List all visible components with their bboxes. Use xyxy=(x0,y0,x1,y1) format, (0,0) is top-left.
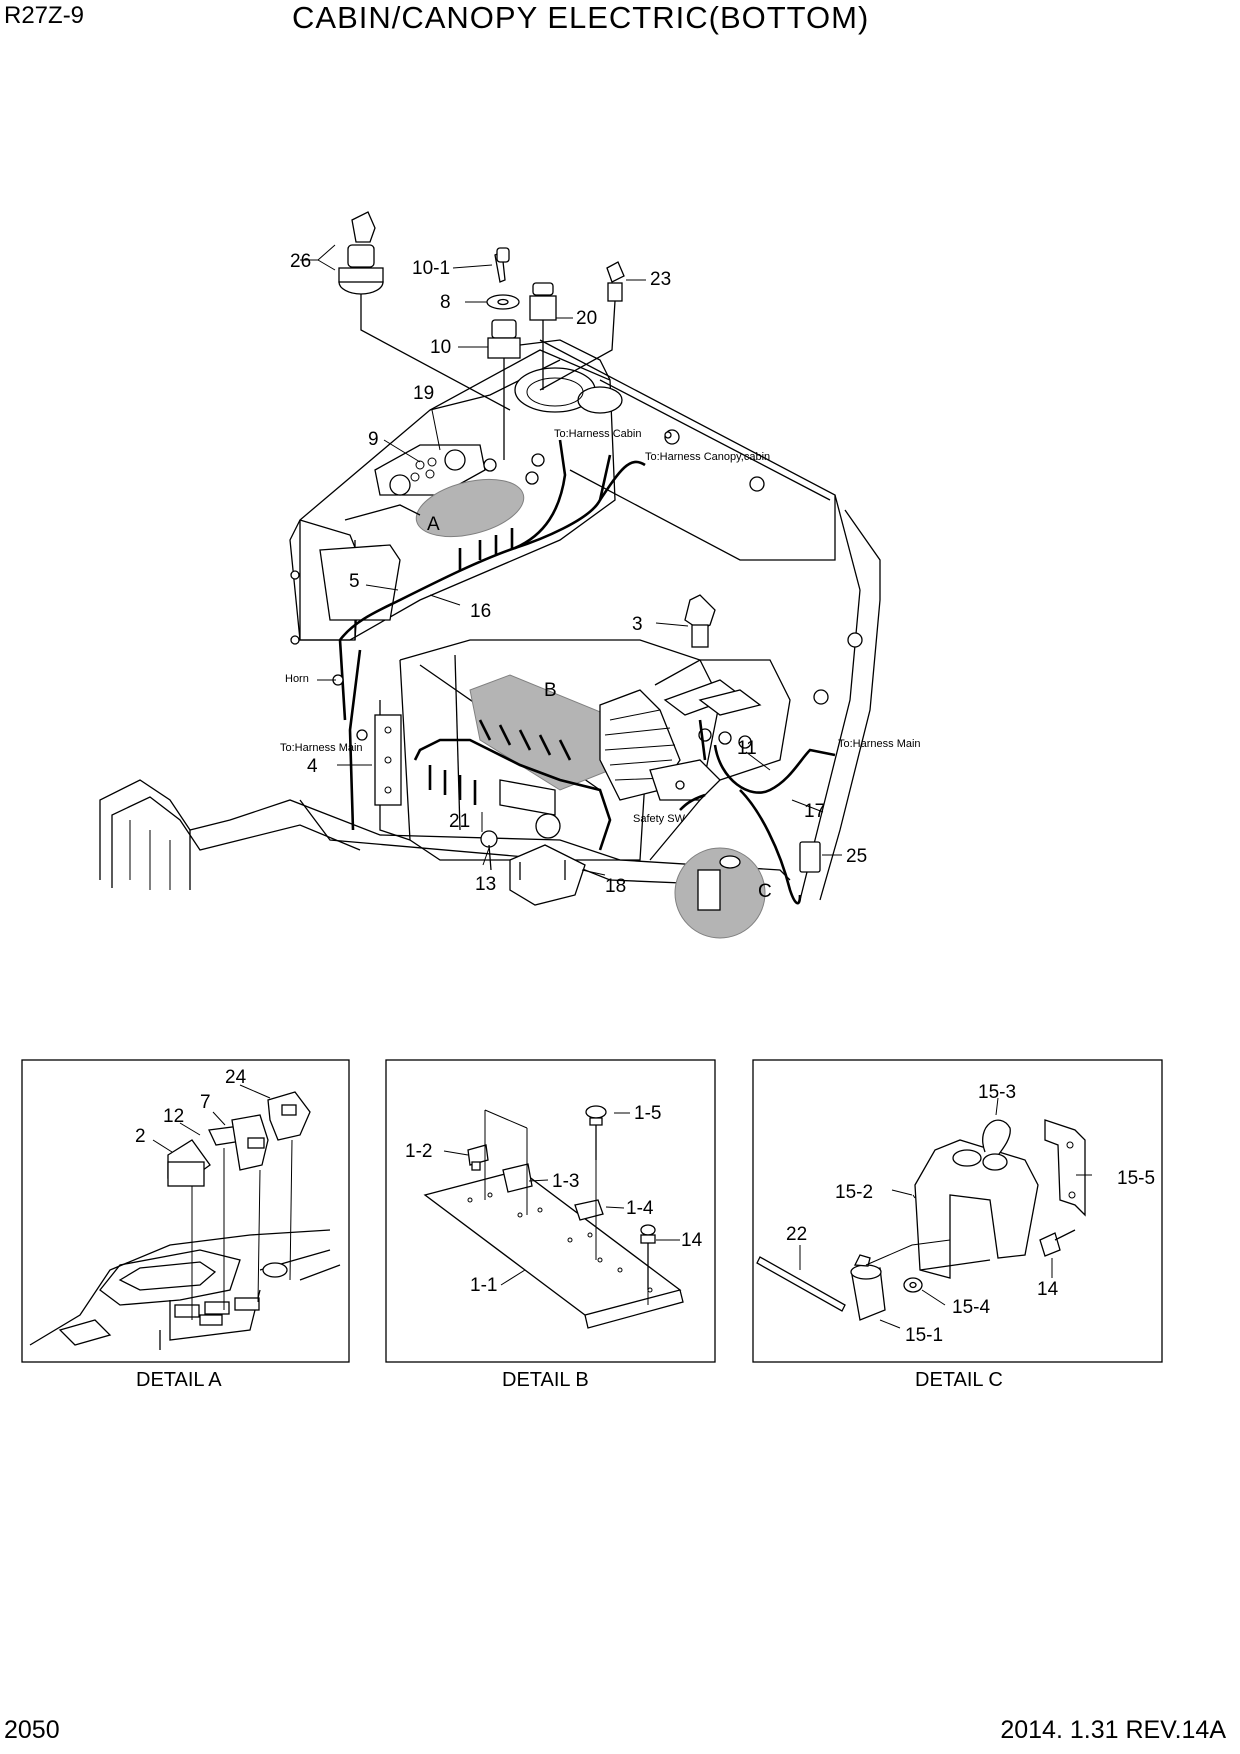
page-title: CABIN/CANOPY ELECTRIC(BOTTOM) xyxy=(292,0,870,35)
callout-25: 25 xyxy=(846,846,867,867)
callout-16: 16 xyxy=(470,601,491,622)
callout-10-1: 10-1 xyxy=(412,258,450,279)
annotation-harness-main-right: To:Harness Main xyxy=(838,738,921,750)
detail-b: 1-5 1-2 1-3 1-4 14 1-1 xyxy=(385,1059,716,1363)
annotation-harness-canopy: To:Harness Canopy,cabin xyxy=(645,451,770,463)
callout-3: 3 xyxy=(632,614,643,635)
callout-8: 8 xyxy=(440,292,451,313)
callout-10: 10 xyxy=(430,337,451,358)
callout-c: C xyxy=(758,881,772,902)
callout-9: 9 xyxy=(368,429,379,450)
detail-c-callout-14: 14 xyxy=(1037,1279,1059,1300)
detail-c-callout-15-1: 15-1 xyxy=(905,1325,943,1346)
main-assembly-drawing xyxy=(99,211,881,939)
model-code: R27Z-9 xyxy=(4,2,85,29)
annotation-harness-cabin: To:Harness Cabin xyxy=(554,428,641,440)
detail-c: 15-3 15-2 15-5 22 14 15-4 15-1 xyxy=(752,1059,1163,1363)
detail-c-callout-15-2: 15-2 xyxy=(835,1182,873,1203)
callout-26: 26 xyxy=(290,251,311,272)
detail-c-callout-15-3: 15-3 xyxy=(978,1082,1016,1103)
detail-c-callout-15-4: 15-4 xyxy=(952,1297,990,1318)
callout-23: 23 xyxy=(650,269,671,290)
detail-c-caption: DETAIL C xyxy=(915,1369,1003,1391)
detail-b-caption: DETAIL B xyxy=(502,1369,589,1391)
annotation-horn: Horn xyxy=(285,673,309,685)
callout-5: 5 xyxy=(349,571,360,592)
detail-a-callout-7: 7 xyxy=(200,1092,211,1113)
detail-b-callout-1-5: 1-5 xyxy=(634,1103,661,1124)
page-number: 2050 xyxy=(4,1716,60,1744)
callout-a: A xyxy=(427,514,440,535)
callout-19: 19 xyxy=(413,383,434,404)
detail-b-callout-1-1: 1-1 xyxy=(470,1275,497,1296)
callout-17: 17 xyxy=(804,801,825,822)
detail-b-callout-1-4: 1-4 xyxy=(626,1198,654,1219)
detail-b-callout-1-2: 1-2 xyxy=(405,1141,432,1162)
callout-13: 13 xyxy=(475,874,496,895)
annotation-safety-sw: Safety SW xyxy=(633,813,686,825)
callout-11: 11 xyxy=(737,738,757,759)
detail-b-callout-1-3: 1-3 xyxy=(552,1171,579,1192)
detail-a-callout-12: 12 xyxy=(163,1106,184,1127)
annotation-harness-main-left: To:Harness Main xyxy=(280,742,363,754)
callout-21: 21 xyxy=(449,811,470,832)
detail-c-callout-15-5: 15-5 xyxy=(1117,1168,1155,1189)
callout-b: B xyxy=(544,680,557,701)
detail-a-caption: DETAIL A xyxy=(136,1369,222,1391)
revision-date: 2014. 1.31 REV.14A xyxy=(1000,1716,1226,1744)
detail-c-callout-22: 22 xyxy=(786,1224,807,1245)
callout-20: 20 xyxy=(576,308,597,329)
detail-b-callout-14: 14 xyxy=(681,1230,703,1251)
callout-18: 18 xyxy=(605,876,626,897)
callout-4: 4 xyxy=(307,756,318,777)
detail-a-callout-24: 24 xyxy=(225,1067,247,1088)
detail-a-callout-2: 2 xyxy=(135,1126,146,1147)
detail-a: 24 7 12 2 xyxy=(21,1059,350,1363)
detail-a-marker xyxy=(415,478,525,538)
